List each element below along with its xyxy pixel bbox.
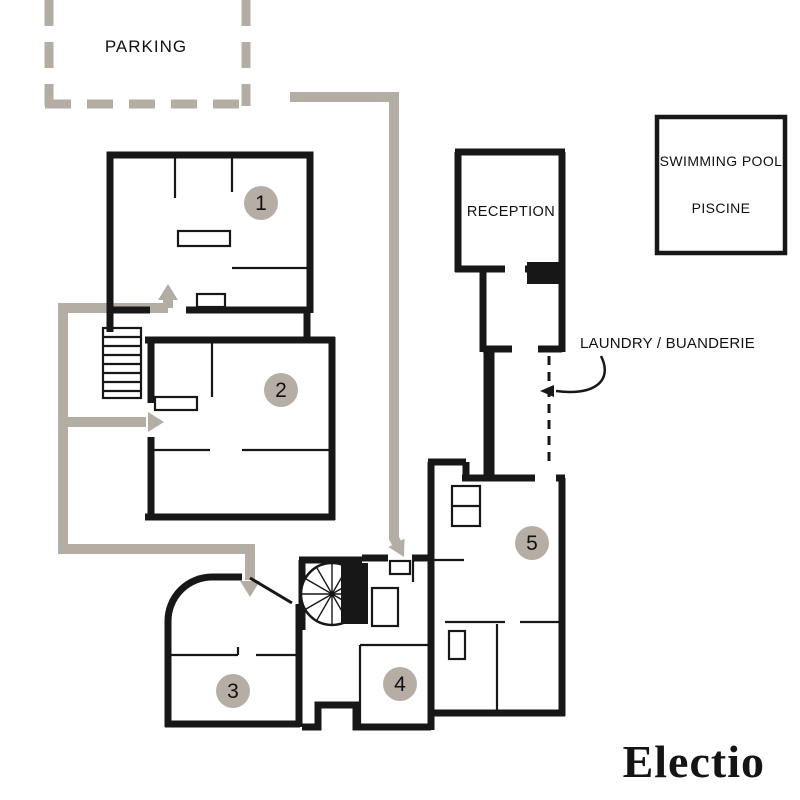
room-2-number-badge: 2 xyxy=(264,373,298,407)
stair-block xyxy=(527,262,559,284)
walkway-path xyxy=(58,284,260,597)
laundry-annotation: LAUNDRY / BUANDERIE xyxy=(540,335,755,397)
laundry-label: LAUNDRY / BUANDERIE xyxy=(580,335,755,352)
reception-building: RECEPTION xyxy=(454,148,566,479)
room-1-number-badge: 1 xyxy=(244,186,278,220)
driveway-line xyxy=(290,92,402,547)
room-1-furniture xyxy=(176,229,232,248)
room-3-building: 3 xyxy=(164,573,303,728)
entrance-arrow-down-icon xyxy=(240,581,260,597)
vestibule-detail xyxy=(195,292,227,309)
room-4-furniture xyxy=(370,586,400,628)
room-4-number: 4 xyxy=(394,673,406,696)
spiral-staircase-icon xyxy=(299,561,368,627)
room-4-building: 4 xyxy=(298,554,435,731)
walkway-line xyxy=(58,303,255,580)
laundry-arrow-curve xyxy=(555,355,607,394)
room-4-interior-walls xyxy=(358,560,428,727)
room-3-number-badge: 3 xyxy=(216,674,250,708)
room-3-interior-walls xyxy=(168,647,299,657)
room-2-interior-walls xyxy=(151,340,332,452)
swimming-pool-label: SWIMMING POOL xyxy=(660,153,783,169)
entrance-arrow-right-icon xyxy=(148,412,164,432)
straight-staircase-icon xyxy=(101,326,143,400)
parking-area: PARKING xyxy=(44,0,252,109)
room-3-walls xyxy=(164,573,303,728)
room-2-number: 2 xyxy=(275,379,287,402)
room-5-number-badge: 5 xyxy=(515,526,549,560)
room-5-number: 5 xyxy=(526,532,538,555)
room-3-number: 3 xyxy=(227,680,239,703)
parking-label: PARKING xyxy=(105,37,187,56)
room-5-furniture xyxy=(447,629,467,661)
entrance-step xyxy=(388,559,412,576)
room-4-number-badge: 4 xyxy=(383,667,417,701)
badge-circle xyxy=(244,186,278,220)
room-5-building: 5 xyxy=(427,458,566,717)
badge-circle xyxy=(383,667,417,701)
room-1-number: 1 xyxy=(255,192,267,215)
reception-label: RECEPTION xyxy=(467,204,555,220)
room-4-walls xyxy=(298,554,435,731)
driveway-arrow-icon xyxy=(388,538,405,557)
swimming-pool-box xyxy=(654,114,788,256)
piscine-label: PISCINE xyxy=(692,200,751,216)
building-rooms-1-2: 1 2 xyxy=(101,151,336,521)
badge-circle xyxy=(264,373,298,407)
reception-walls xyxy=(454,148,566,353)
room-1-interior-walls xyxy=(173,157,307,270)
laundry-arrow-icon xyxy=(540,385,554,397)
logo-electio: Electio xyxy=(623,736,765,787)
badge-circle xyxy=(515,526,549,560)
room-1-walls xyxy=(106,151,314,314)
badge-circle xyxy=(216,674,250,708)
driveway-path xyxy=(290,92,405,557)
room-2-furniture xyxy=(153,395,199,412)
room-2-walls xyxy=(145,336,336,521)
door-swing-line xyxy=(249,576,293,605)
swimming-pool-sign: SWIMMING POOL PISCINE xyxy=(654,114,788,256)
entrance-arrow-up-icon xyxy=(158,284,178,300)
parking-dashed-border xyxy=(44,0,252,109)
room-5-interior-walls xyxy=(431,504,562,713)
